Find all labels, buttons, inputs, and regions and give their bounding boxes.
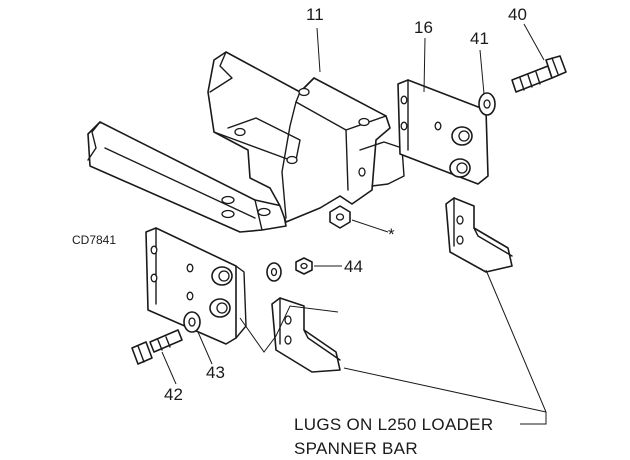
label-star: * <box>388 225 395 244</box>
label-41: 41 <box>470 29 489 48</box>
lug-right <box>445 197 513 273</box>
label-11: 11 <box>306 5 324 24</box>
label-42: 42 <box>164 385 183 404</box>
frame-rail <box>87 121 287 233</box>
bolt-40 <box>511 55 567 93</box>
left-plate <box>145 227 247 345</box>
mounting-bracket <box>207 51 405 223</box>
washer-41 <box>478 92 496 116</box>
nut-star <box>329 205 351 229</box>
label-43: 43 <box>206 363 225 382</box>
label-44: 44 <box>344 257 363 276</box>
note-line-1: LUGS ON L250 LOADER <box>294 415 493 434</box>
lug-left <box>271 297 341 373</box>
washer-nut-44 <box>266 257 313 282</box>
label-40: 40 <box>508 5 527 24</box>
bolt-42 <box>131 329 183 365</box>
side-plate <box>397 79 489 185</box>
washer-43 <box>183 311 201 333</box>
leader-lines <box>161 23 547 425</box>
diagram-code: CD7841 <box>72 233 116 247</box>
label-16: 16 <box>414 18 433 37</box>
note-line-2: SPANNER BAR <box>294 439 418 458</box>
